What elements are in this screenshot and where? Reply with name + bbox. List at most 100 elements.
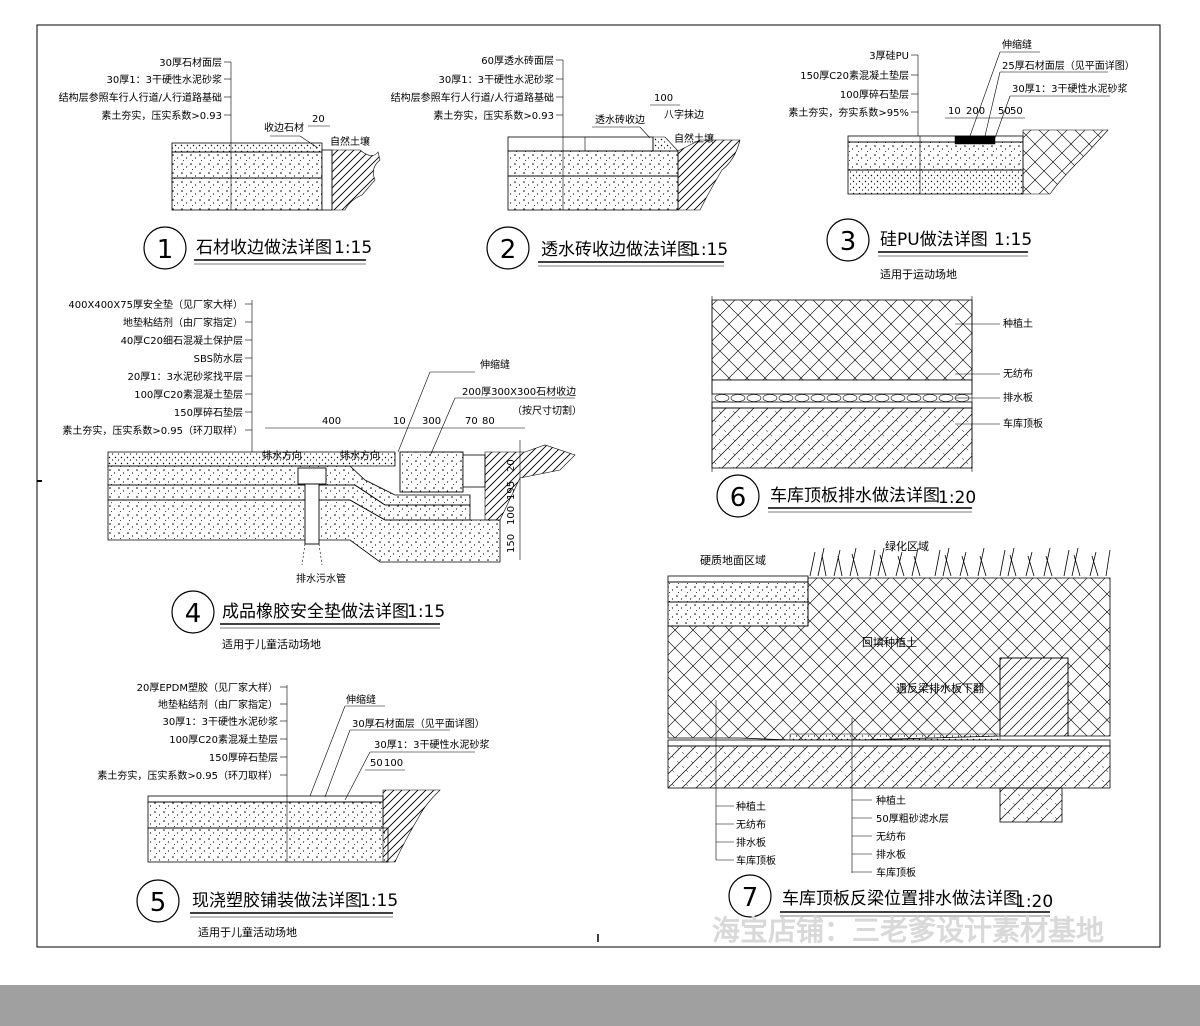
d7-right-layer-5: 车库顶板 (876, 866, 916, 879)
d4-layer-2: 地垫粘结剂（由厂家指定） (123, 316, 243, 329)
d5-callout-2: 30厚石材面层（见平面详图） (352, 717, 485, 730)
d4-dim-8: 100 (506, 506, 517, 525)
detail-2-title: 透水砖收边做法详图 (541, 240, 694, 260)
detail-7-number-circle (728, 874, 772, 918)
d4-callout-6: 排水污水管 (296, 572, 346, 585)
detail-5-scale: 1:15 (360, 891, 398, 911)
d6-layer-2: 无纺布 (1003, 367, 1033, 380)
d3-callout-1: 伸缩缝 (1002, 38, 1032, 51)
d1-layer-1: 30厚石材面层 (159, 56, 222, 69)
d4-callout-5: 排水方向 (340, 449, 380, 462)
detail-6-number-circle (716, 474, 760, 518)
detail-5: 20厚EPDM塑胶（见厂家大样） 地垫粘结剂（由厂家指定） 30厚1：3干硬性水… (97, 681, 489, 939)
d5-layer-1: 20厚EPDM塑胶（见厂家大样） (137, 681, 278, 694)
d5-dim-2: 100 (384, 758, 403, 769)
d7-right-layer-1: 种植土 (876, 794, 906, 807)
detail-5-title: 现浇塑胶铺装做法详图 (192, 891, 362, 911)
detail-3-title: 硅PU做法详图 (880, 230, 988, 250)
d2-layer-3: 结构层参照车行人行道/人行道路基础 (391, 91, 554, 104)
detail-6-title: 车库顶板排水做法详图 (770, 486, 940, 506)
d4-layer-3: 40厚C20细石混凝土保护层 (121, 334, 243, 347)
detail-7: 硬质地面区域 绿化区域 回填种植土 遇反梁排水板下翻 种植土 无纺布 排水板 车… (667, 539, 1111, 918)
d3-layer-1: 3厚硅PU (869, 49, 909, 62)
d4-dim-9: 150 (506, 534, 517, 553)
d1-layer-3: 结构层参照车行人行道/人行道路基础 (59, 91, 222, 104)
detail-1-number-circle (143, 226, 187, 270)
detail-6-number: 6 (730, 483, 747, 513)
d5-dim-1: 50 (370, 758, 383, 769)
detail-5-subtitle: 适用于儿童活动场地 (198, 925, 297, 939)
d7-left-layer-3: 排水板 (736, 836, 766, 849)
detail-5-number: 5 (150, 888, 167, 918)
d7-zone-1: 硬质地面区域 (700, 554, 766, 567)
d3-layer-4: 素土夯实，夯实系数>95% (788, 106, 909, 119)
d7-right-layer-2: 50厚粗砂滤水层 (876, 812, 949, 825)
detail-7-title: 车库顶板反梁位置排水做法详图 (782, 889, 1020, 909)
d1-callout-2: 自然土壤 (330, 135, 370, 148)
d3-layer-2: 150厚C20素混凝土垫层 (800, 69, 909, 82)
d5-callout-1: 伸缩缝 (346, 693, 376, 706)
detail-4-number-circle (171, 590, 215, 634)
d4-dim-4: 70 (465, 416, 478, 427)
d4-layer-8: 素土夯实，压实系数>0.95（环刀取样） (62, 424, 243, 437)
detail-2-number-circle (486, 226, 530, 270)
d1-callout-1: 收边石材 (264, 121, 304, 134)
d4-layer-7: 150厚碎石垫层 (174, 406, 243, 419)
detail-1-number: 1 (157, 235, 174, 265)
d4-dim-7: 195 (506, 481, 517, 500)
detail-1-scale: 1:15 (334, 238, 372, 258)
detail-4-number: 4 (185, 599, 202, 629)
d7-right-layer-3: 无纺布 (876, 830, 906, 843)
d7-right-layer-4: 排水板 (876, 848, 906, 861)
d6-layer-3: 排水板 (1003, 391, 1033, 404)
detail-2-number: 2 (500, 235, 517, 265)
sheet-shadow (0, 985, 1200, 1026)
d5-layer-2: 地垫粘结剂（由厂家指定） (158, 698, 278, 711)
detail-3-number: 3 (840, 227, 857, 257)
d7-left-layer-4: 车库顶板 (736, 854, 776, 867)
d1-layer-4: 素土夯实，压实系数>0.93 (101, 109, 222, 122)
d3-layer-3: 100厚碎石垫层 (840, 88, 909, 101)
d7-zone-4: 遇反梁排水板下翻 (896, 681, 984, 695)
d4-callout-1: 伸缩缝 (480, 358, 510, 371)
d3-dim-3: 50 (998, 106, 1011, 117)
d7-left-layer-2: 无纺布 (736, 818, 766, 831)
d7-zone-3: 回填种植土 (862, 635, 917, 649)
d7-zone-2: 绿化区域 (885, 539, 929, 553)
d4-callout-3: （按尺寸切割） (512, 404, 582, 417)
detail-4-title: 成品橡胶安全垫做法详图 (222, 602, 409, 622)
d6-layer-4: 车库顶板 (1003, 417, 1043, 430)
d6-layer-1: 种植土 (1003, 317, 1033, 330)
detail-3-subtitle: 适用于运动场地 (880, 267, 957, 281)
detail-4-scale: 1:15 (407, 602, 445, 622)
d5-callout-3: 30厚1：3干硬性水泥砂浆 (374, 738, 489, 751)
detail-1-title: 石材收边做法详图 (196, 238, 332, 258)
d3-dim-2: 200 (966, 106, 985, 117)
d4-layer-5: 20厚1：3水泥砂浆找平层 (128, 370, 243, 383)
detail-6: 种植土 无纺布 排水板 车库顶板 6 车库顶板排水做法详图 1:20 (711, 296, 1043, 518)
detail-4: 400X400X75厚安全垫（见厂家大样） 地垫粘结剂（由厂家指定） 40厚C2… (62, 298, 582, 651)
d5-layer-3: 30厚1：3干硬性水泥砂浆 (163, 715, 278, 728)
d4-dim-1: 400 (322, 416, 341, 427)
d2-callout-3: 自然土壤 (674, 132, 714, 145)
d7-left-layer-1: 种植土 (736, 800, 766, 813)
detail-2: 60厚透水砖面层 30厚1：3干硬性水泥砂浆 结构层参照车行人行道/人行道路基础… (391, 54, 741, 270)
d4-dim-3: 300 (422, 416, 441, 427)
d5-layer-5: 150厚碎石垫层 (209, 751, 278, 764)
detail-3-number-circle (826, 218, 870, 262)
d3-dim-4: 50 (1010, 106, 1023, 117)
d2-layer-2: 30厚1：3干硬性水泥砂浆 (439, 73, 554, 86)
d3-callout-2: 25厚石材面层（见平面详图） (1002, 59, 1135, 72)
watermark-text: 海宝店铺：三老爹设计素材基地 (712, 914, 1104, 947)
d4-callout-2: 200厚300X300石材收边 (462, 385, 576, 398)
d4-layer-1: 400X400X75厚安全垫（见厂家大样） (68, 298, 243, 311)
detail-5-number-circle (136, 879, 180, 923)
d4-layer-6: 100厚C20素混凝土垫层 (134, 388, 243, 401)
detail-4-subtitle: 适用于儿童活动场地 (222, 637, 321, 651)
detail-3: 3厚硅PU 150厚C20素混凝土垫层 100厚碎石垫层 素土夯实，夯实系数>9… (788, 38, 1134, 281)
d4-dim-6: 20 (506, 459, 517, 472)
d2-callout-2: 八字抹边 (664, 108, 704, 121)
d1-layer-2: 30厚1：3干硬性水泥砂浆 (107, 73, 222, 86)
d4-dim-2: 10 (393, 416, 406, 427)
